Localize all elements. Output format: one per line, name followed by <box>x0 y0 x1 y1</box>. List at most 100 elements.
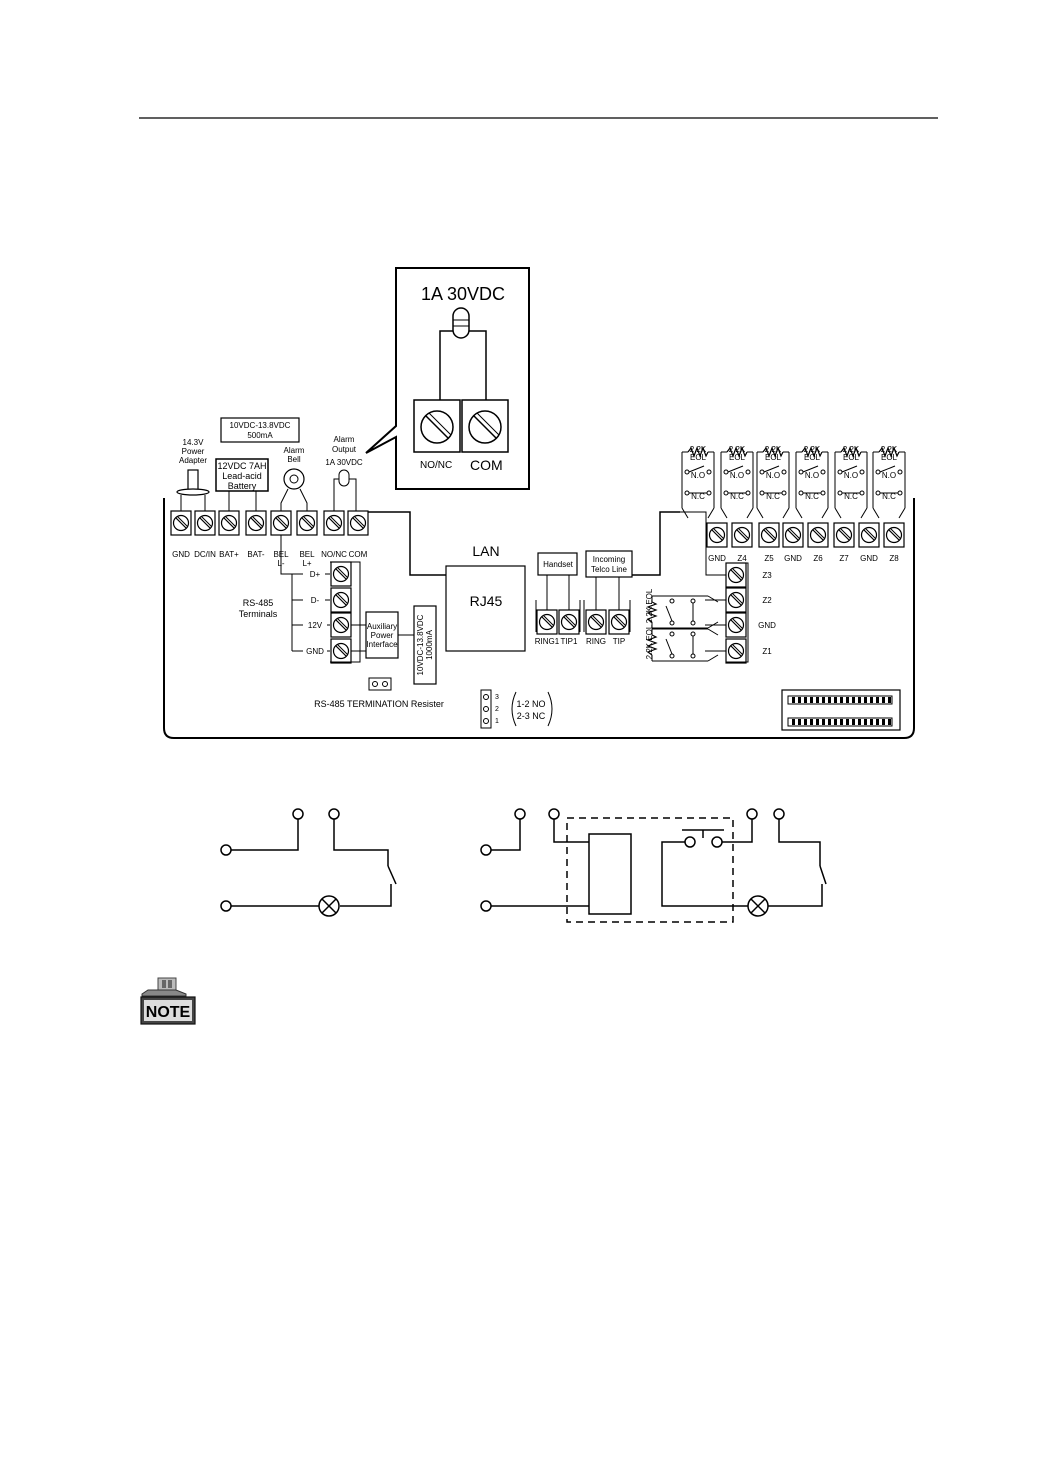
zone-side-section: 2.2K EOL 2.2K EOL <box>645 562 749 664</box>
connector-pin <box>876 719 879 725</box>
eol-value-label: 2.2K <box>804 445 821 454</box>
eol-label: EOL <box>765 453 782 462</box>
connector-pin <box>852 719 855 725</box>
no-contact-label: N.O <box>844 471 858 480</box>
connector-pin <box>840 719 843 725</box>
terminal-label: NO/NC <box>321 550 347 559</box>
connector-pin <box>804 719 807 725</box>
rs485-pin-label: D- <box>311 596 320 605</box>
svg-text:Battery: Battery <box>228 481 257 491</box>
eol-value-label: 2.2K <box>881 445 898 454</box>
terminal-label: L+ <box>302 559 311 568</box>
svg-text:Power: Power <box>371 631 394 640</box>
relay-coil <box>588 833 632 915</box>
eol-label: EOL <box>690 453 707 462</box>
eol-value-label: 2.2K <box>690 445 707 454</box>
zone-terminal-label: GND <box>708 554 726 563</box>
svg-text:RJ45: RJ45 <box>470 593 503 609</box>
zone-terminal-label: Z2 <box>762 596 772 605</box>
connector-pin <box>816 719 819 725</box>
eol-label: EOL <box>729 453 746 462</box>
connector-pin <box>888 719 891 725</box>
relay-module-outline <box>566 817 734 923</box>
svg-text:Alarm: Alarm <box>284 446 305 455</box>
svg-text:1-2 NO: 1-2 NO <box>516 699 545 709</box>
svg-text:Terminals: Terminals <box>239 609 278 619</box>
no-contact-label: N.O <box>766 471 780 480</box>
zone-eol-symbols: 2.2KEOLN.ON.C2.2KEOLN.ON.C2.2KEOLN.ON.C2… <box>681 445 906 519</box>
power-terminal-row <box>170 510 369 536</box>
terminal-label: DC/IN <box>194 550 216 559</box>
switch-symbol <box>819 865 827 885</box>
rs485-pin-label: GND <box>306 647 324 656</box>
svg-text:Bell: Bell <box>287 455 301 464</box>
svg-text:14.3V: 14.3V <box>183 438 205 447</box>
phone-terminal-label: TIP1 <box>561 637 578 646</box>
connector-pin <box>828 719 831 725</box>
rs485-pin-label: 12V <box>308 621 323 630</box>
svg-text:Adapter: Adapter <box>179 456 207 465</box>
rs485-pin-label: D+ <box>310 570 321 579</box>
svg-text:12VDC 7AH: 12VDC 7AH <box>217 461 266 471</box>
connector-pin <box>858 719 861 725</box>
connector-pin <box>846 719 849 725</box>
svg-text:2-3 NC: 2-3 NC <box>517 711 546 721</box>
connector-pin <box>846 697 849 703</box>
svg-text:500mA: 500mA <box>247 431 273 440</box>
zone-terminal-label: Z8 <box>889 554 899 563</box>
eol-label: EOL <box>843 453 860 462</box>
svg-text:Power: Power <box>182 447 205 456</box>
connector-pin <box>870 719 873 725</box>
no-contact-label: N.O <box>882 471 896 480</box>
board-connector <box>781 689 901 731</box>
svg-text:Interface: Interface <box>366 640 398 649</box>
terminal-label: GND <box>172 550 190 559</box>
relay-wiring-example <box>480 808 827 923</box>
connector-pin <box>816 697 819 703</box>
nc-contact-label: N.C <box>730 492 744 501</box>
connector-pin <box>864 719 867 725</box>
callout-nonc-label: NO/NC <box>420 460 452 471</box>
jumper-pin-label: 3 <box>495 694 499 701</box>
svg-text:Output: Output <box>332 445 357 454</box>
connector-pin <box>870 697 873 703</box>
connector-pin <box>828 697 831 703</box>
svg-text:Auxiliary: Auxiliary <box>367 622 397 631</box>
zone-terminal-label: Z1 <box>762 647 772 656</box>
svg-text:2.2K EOL: 2.2K EOL <box>645 624 654 659</box>
connector-pin <box>888 697 891 703</box>
terminal-label: BAT- <box>247 550 265 559</box>
eol-value-label: 2.2K <box>765 445 782 454</box>
note-icon: NOTE <box>140 977 196 1025</box>
svg-text:2.2K EOL: 2.2K EOL <box>645 588 654 623</box>
eol-label: EOL <box>804 453 821 462</box>
rs485-termination-label: RS-485 TERMINATION Resister <box>314 699 444 709</box>
lan-section: LAN RJ45 <box>445 543 526 652</box>
eol-value-label: 2.2K <box>729 445 746 454</box>
connector-pin <box>792 719 795 725</box>
zone-terminal-label: Z5 <box>764 554 774 563</box>
zone-terminal-label: GND <box>758 621 776 630</box>
direct-wiring-example <box>220 808 397 917</box>
connector-pin <box>798 697 801 703</box>
nc-contact-label: N.C <box>766 492 780 501</box>
svg-text:10VDC-13.8VDC: 10VDC-13.8VDC <box>416 614 425 675</box>
zone-terminal-label: Z7 <box>839 554 849 563</box>
connector-pin <box>834 719 837 725</box>
nc-contact-label: N.C <box>691 492 705 501</box>
connector-pin <box>876 697 879 703</box>
svg-text:10VDC-13.8VDC: 10VDC-13.8VDC <box>230 421 291 430</box>
no-contact-label: N.O <box>730 471 744 480</box>
zone-terminal-label: GND <box>784 554 802 563</box>
callout-com-label: COM <box>470 457 503 473</box>
jumper-pin-label: 1 <box>495 718 499 725</box>
board-outline <box>163 498 915 739</box>
rs485-pin-labels: D+ D- 12V GND <box>306 570 324 656</box>
svg-text:Alarm: Alarm <box>334 435 355 444</box>
eol-value-label: 2.2K <box>843 445 860 454</box>
nc-contact-label: N.C <box>844 492 858 501</box>
svg-text:Handset: Handset <box>543 560 574 569</box>
